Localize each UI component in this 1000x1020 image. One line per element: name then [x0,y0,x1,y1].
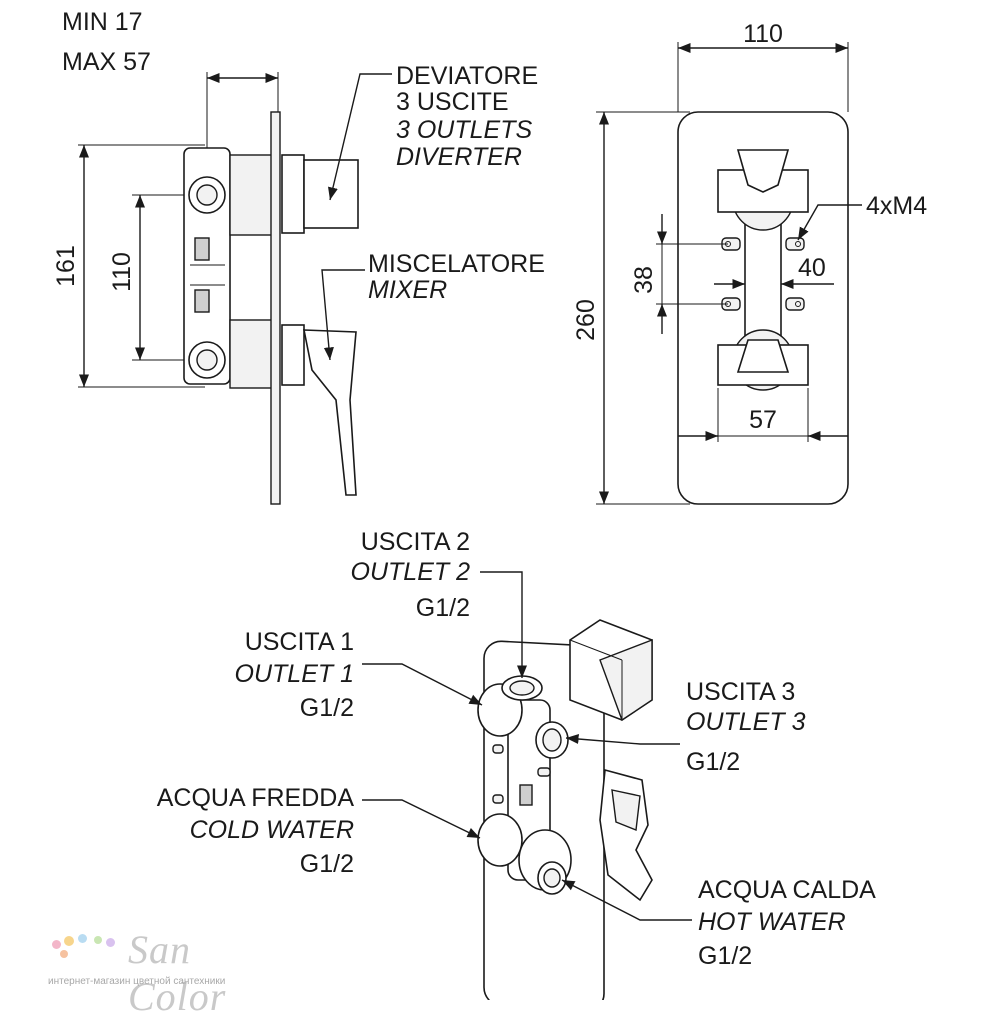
spacing-57-label: 57 [749,406,777,434]
mixer-callout: MISCELATORE MIXER [321,250,545,361]
outlet1-callout: USCITA 1 OUTLET 1 G1/2 [235,628,483,722]
screws-callout: 4xM4 [797,192,927,241]
watermark-dot [94,936,102,944]
spacing-38-label: 38 [630,266,658,294]
cold-water-callout: ACQUA FREDDA COLD WATER G1/2 [157,784,481,878]
mixer-label-2: MIXER [368,276,447,304]
watermark-dot [64,936,74,946]
diverter-callout: DEVIATORE 3 USCITE 3 OUTLETS DIVERTER [328,62,538,201]
mixer-lever-iso [599,768,653,902]
outlet3-label-en: OUTLET 3 [686,708,806,736]
diverter-label-2: 3 USCITE [396,88,509,116]
height-161-dimension: 161 [52,144,205,388]
front-view: 110 260 [572,20,927,505]
width-110-label: 110 [743,20,783,48]
valve-body-iso [477,675,572,895]
outlet3-label-it: USCITA 3 [686,678,795,706]
spacing-57-dimension: 57 [678,388,848,442]
watermark-dot [60,950,68,958]
outlet3-thread: G1/2 [686,748,740,776]
cold-label-it: ACQUA FREDDA [157,784,355,812]
spacing-40-dimension: 40 [714,254,834,292]
outlet1-label-en: OUTLET 1 [235,660,354,688]
watermark-dot [78,934,87,943]
outlet3-callout: USCITA 3 OUTLET 3 G1/2 [565,678,806,776]
height-161-label: 161 [52,245,80,287]
spacing-38-dimension: 38 [630,214,728,334]
watermark-name: San Color [128,927,227,1019]
iso-view: USCITA 2 OUTLET 2 G1/2 USCITA 1 OUTLET 1… [157,528,876,1000]
side-view: MIN 17 MAX 57 161 110 [52,8,545,505]
diverter-knob-iso [569,619,653,722]
outlet1-thread: G1/2 [300,694,354,722]
watermark-dot [52,940,61,949]
spacing-40-label: 40 [798,254,826,282]
diverter-label-1: DEVIATORE [396,62,538,90]
watermark-tagline: интернет-магазин цветной сантехники [48,976,226,987]
valve-body-side [183,111,359,505]
watermark-dot [106,938,115,947]
hot-water-callout: ACQUA CALDA HOT WATER G1/2 [561,876,876,970]
spacing-110-dimension: 110 [108,194,200,361]
min-depth-label: MIN 17 [62,8,143,36]
diverter-label-4: DIVERTER [396,143,522,171]
outlet2-thread: G1/2 [416,594,470,622]
hot-label-en: HOT WATER [698,908,846,936]
cold-thread: G1/2 [300,850,354,878]
spacing-110-label: 110 [108,252,136,292]
hot-thread: G1/2 [698,942,752,970]
mixer-label-1: MISCELATORE [368,250,545,278]
outlet2-callout: USCITA 2 OUTLET 2 G1/2 [351,528,528,678]
outlet2-label-it: USCITA 2 [361,528,470,556]
diverter-label-3: 3 OUTLETS [396,116,532,144]
height-260-dimension: 260 [572,111,690,505]
width-110-dimension: 110 [677,20,849,112]
max-depth-label: MAX 57 [62,48,151,76]
screws-label: 4xM4 [866,192,927,220]
hot-label-it: ACQUA CALDA [698,876,876,904]
valve-body-front [717,149,809,391]
outlet1-label-it: USCITA 1 [245,628,354,656]
height-260-label: 260 [572,299,600,341]
cold-label-en: COLD WATER [190,816,354,844]
watermark-logo: San Color интернет-магазин цветной санте… [48,926,288,1019]
outlet2-label-en: OUTLET 2 [351,558,471,586]
